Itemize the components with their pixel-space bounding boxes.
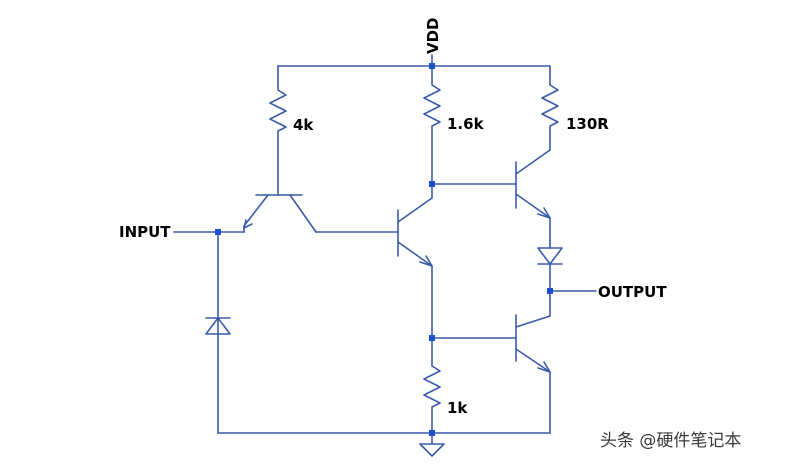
- junction-q2-collector: [429, 181, 435, 187]
- input-diode-icon: [205, 317, 231, 335]
- junction-q2-emitter: [429, 335, 435, 341]
- watermark: 头条 @硬件笔记本: [600, 431, 741, 451]
- resistor-4k-label: 4k: [293, 116, 314, 134]
- output-diode-icon: [537, 241, 563, 317]
- input-label: INPUT: [119, 223, 171, 241]
- resistor-130r-label: 130R: [566, 115, 609, 133]
- vdd-label: VDD: [424, 17, 442, 54]
- junction-input: [215, 229, 221, 235]
- resistor-4k: [269, 65, 287, 196]
- resistor-1-6k-label: 1.6k: [447, 115, 485, 133]
- resistor-130r: [541, 65, 559, 151]
- transistor-q2: [397, 183, 433, 339]
- transistor-q1: [243, 194, 317, 233]
- resistor-1k: [423, 337, 441, 434]
- junction-output: [547, 288, 553, 294]
- output-label: OUTPUT: [598, 283, 667, 301]
- ground-icon: [419, 432, 445, 457]
- transistor-q4: [515, 314, 551, 434]
- resistor-1k-label: 1k: [447, 399, 468, 417]
- resistor-1-6k: [423, 65, 441, 185]
- junction-vdd: [429, 63, 435, 69]
- transistor-q3: [515, 149, 551, 243]
- junction-ground: [429, 430, 435, 436]
